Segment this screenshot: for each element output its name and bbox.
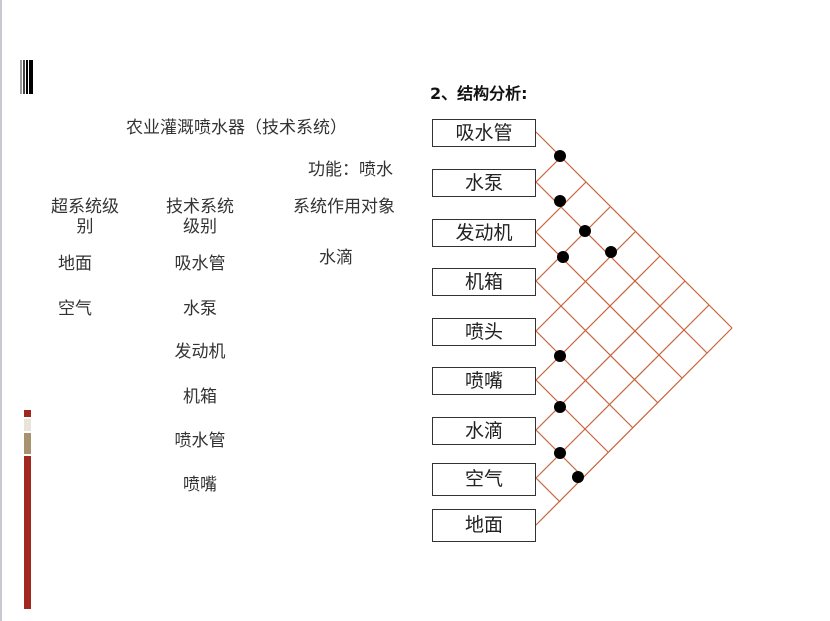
component-box-water-drop: 水滴 <box>432 417 536 445</box>
technical-system-item: 水泵 <box>183 299 217 319</box>
side-bar-segment-2 <box>24 419 31 431</box>
component-box-water-pump: 水泵 <box>432 169 536 197</box>
header-line: 级别 <box>183 217 217 237</box>
column-header-target-object: 系统作用对象 <box>284 197 404 217</box>
side-bar-segment-4 <box>24 456 31 609</box>
component-box-nozzle: 喷嘴 <box>432 367 536 395</box>
technical-system-item: 发动机 <box>174 342 226 362</box>
connection-dot <box>557 251 569 263</box>
connection-dot <box>605 246 617 258</box>
supersystem-item: 空气 <box>58 299 92 319</box>
matrix-grid-lines <box>535 131 733 526</box>
column-header-supersystem: 超系统级 别 <box>40 197 130 237</box>
component-box-spray-head: 喷头 <box>432 318 536 346</box>
component-box-engine: 发动机 <box>432 219 536 247</box>
connection-dot <box>554 401 566 413</box>
header-line: 别 <box>76 217 94 237</box>
connection-dot <box>554 150 566 162</box>
page-left-border <box>0 0 2 621</box>
connection-dot <box>554 350 566 362</box>
structure-analysis-heading: 2、结构分析: <box>430 84 528 103</box>
technical-system-item: 喷水管 <box>174 431 226 451</box>
connection-dot <box>554 195 566 207</box>
side-bar-segment-3 <box>24 433 31 454</box>
component-box-ground: 地面 <box>432 509 536 542</box>
component-box-air: 空气 <box>432 463 536 496</box>
connection-dot <box>579 225 591 237</box>
component-box-casing: 机箱 <box>432 268 536 296</box>
connection-dot <box>554 447 566 459</box>
header-line: 技术系统 <box>166 197 234 217</box>
target-object-item: 水滴 <box>319 248 353 268</box>
column-header-technical-system: 技术系统 级别 <box>155 197 245 237</box>
side-bar-segment-1 <box>24 410 31 417</box>
connection-dot <box>572 471 584 483</box>
component-box-suction-pipe: 吸水管 <box>432 119 536 147</box>
supersystem-item: 地面 <box>58 254 92 274</box>
system-title: 农业灌溉喷水器（技术系统） <box>126 118 347 138</box>
header-line: 系统作用对象 <box>293 197 395 217</box>
technical-system-item: 机箱 <box>183 387 217 407</box>
technical-system-item: 喷嘴 <box>183 475 217 495</box>
connection-dots <box>554 150 617 483</box>
technical-system-item: 吸水管 <box>174 254 226 274</box>
function-label: 功能：喷水 <box>308 160 393 180</box>
header-line: 超系统级 <box>51 197 119 217</box>
